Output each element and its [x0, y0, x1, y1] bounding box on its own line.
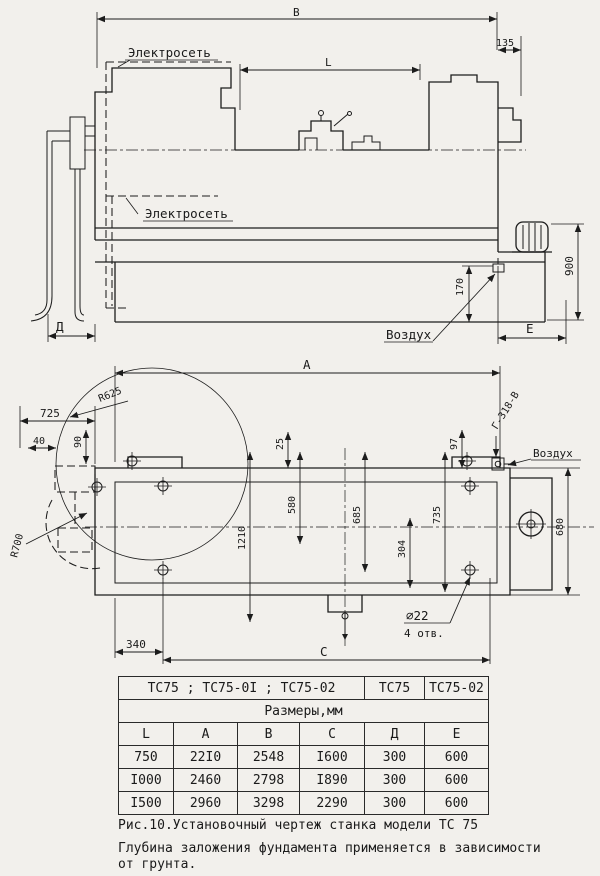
- dim-label-685: 685: [352, 506, 363, 524]
- dim-label-L: L: [325, 56, 332, 69]
- table-cell: 22I0: [173, 745, 238, 769]
- cabinet-hidden-outline: [105, 61, 231, 309]
- dim-label-97: 97: [449, 438, 460, 450]
- table-cell: 2548: [237, 745, 300, 769]
- dim-label-304: 304: [397, 540, 408, 558]
- table-cell: 2798: [237, 768, 300, 792]
- foundation-note-line1: Глубина заложения фундамента применяется…: [118, 841, 541, 856]
- table-row-models: ТС75 ; ТС75-0I ; ТС75-02 ТС75 ТС75-02: [118, 676, 489, 700]
- dim-label-C: С: [320, 644, 328, 659]
- dim-label-B: В: [293, 6, 300, 19]
- table-cell: 2960: [173, 791, 238, 815]
- plan-view: А 725 40 90 R625 R700 25 97 580 1210 685…: [9, 357, 594, 664]
- pipe-mark-label: Г-318-В: [490, 390, 522, 432]
- table-cell: I600: [299, 745, 365, 769]
- table-cell: I500: [118, 791, 174, 815]
- col-header: Д: [364, 722, 425, 746]
- electroset-label-top: Электросеть: [128, 45, 211, 60]
- table-cell: 300: [364, 791, 425, 815]
- table-cell: 300: [364, 745, 425, 769]
- dim-label-135: 135: [496, 38, 514, 49]
- col-header: В: [237, 722, 300, 746]
- motor-plan: [516, 509, 546, 539]
- table-cell-subtitle: Размеры,мм: [118, 699, 489, 723]
- col-header: L: [118, 722, 174, 746]
- table-cell: 600: [424, 791, 489, 815]
- table-cell: I000: [118, 768, 174, 792]
- machine-drawing: В 135 L Электросеть Электросеть 900 170 …: [9, 6, 594, 664]
- table-row: 750 22I0 2548 I600 300 600: [118, 745, 489, 769]
- dim-label-340: 340: [126, 638, 146, 651]
- dim-label-A: А: [303, 357, 311, 372]
- vozduh-label-plan: Воздух: [533, 447, 573, 460]
- dim-label-25: 25: [275, 438, 286, 450]
- table-row: I000 2460 2798 I890 300 600: [118, 768, 489, 792]
- table-cell: 3298: [237, 791, 300, 815]
- table-cell: 750: [118, 745, 174, 769]
- table-cell: I890: [299, 768, 365, 792]
- dim-label-680: 680: [555, 518, 566, 536]
- dim-label-90: 90: [73, 436, 84, 448]
- dim-label-735: 735: [432, 506, 443, 524]
- vozduh-label-side: Воздух: [386, 327, 432, 342]
- table-row-columns: L А В С Д Е: [118, 722, 489, 746]
- electroset-label-bottom: Электросеть: [145, 206, 228, 221]
- air-pipes: [30, 116, 95, 322]
- table-cell: 2460: [173, 768, 238, 792]
- dim-label-580: 580: [287, 496, 298, 514]
- dim-label-D: Д: [56, 319, 64, 334]
- table-cell: 600: [424, 768, 489, 792]
- col-header: С: [299, 722, 365, 746]
- table-cell: 2290: [299, 791, 365, 815]
- col-header: А: [173, 722, 238, 746]
- hole-count-label: 4 отв.: [404, 627, 444, 640]
- foundation-note: Глубина заложения фундамента применяется…: [118, 841, 541, 874]
- dim-label-725: 725: [40, 407, 60, 420]
- dim-label-1210: 1210: [237, 526, 248, 550]
- dim-label-170: 170: [455, 278, 466, 296]
- foundation-note-line2: от грунта.: [118, 857, 197, 873]
- col-header: Е: [424, 722, 489, 746]
- radius-label-R625: R625: [97, 386, 123, 405]
- dimensions-table: ТС75 ; ТС75-0I ; ТС75-02 ТС75 ТС75-02 Ра…: [118, 676, 489, 815]
- side-view: В 135 L Электросеть Электросеть 900 170 …: [30, 6, 584, 344]
- hole-diameter-label: ∅22: [406, 608, 429, 623]
- figure-caption: Рис.10.Установочный чертеж станка модели…: [118, 818, 479, 833]
- machine-outline: [84, 67, 546, 323]
- side-view-dimensions: [47, 12, 584, 344]
- dim-label-900: 900: [563, 256, 576, 276]
- table-cell: 300: [364, 768, 425, 792]
- table-cell-models-e: ТС75-02: [424, 676, 489, 700]
- radius-label-R700: R700: [9, 533, 26, 559]
- table-row: I500 2960 3298 2290 300 600: [118, 791, 489, 815]
- foundation-bolt-holes: [88, 452, 479, 579]
- electric-motor: [512, 221, 552, 253]
- table-cell-models-main: ТС75 ; ТС75-0I ; ТС75-02: [118, 676, 365, 700]
- table-cell-models-d: ТС75: [364, 676, 425, 700]
- table-cell: 600: [424, 745, 489, 769]
- plan-dimensions: [19, 366, 581, 664]
- dim-label-E: Е: [526, 321, 534, 336]
- dim-label-40: 40: [33, 436, 45, 447]
- table-row-subtitle: Размеры,мм: [118, 699, 489, 723]
